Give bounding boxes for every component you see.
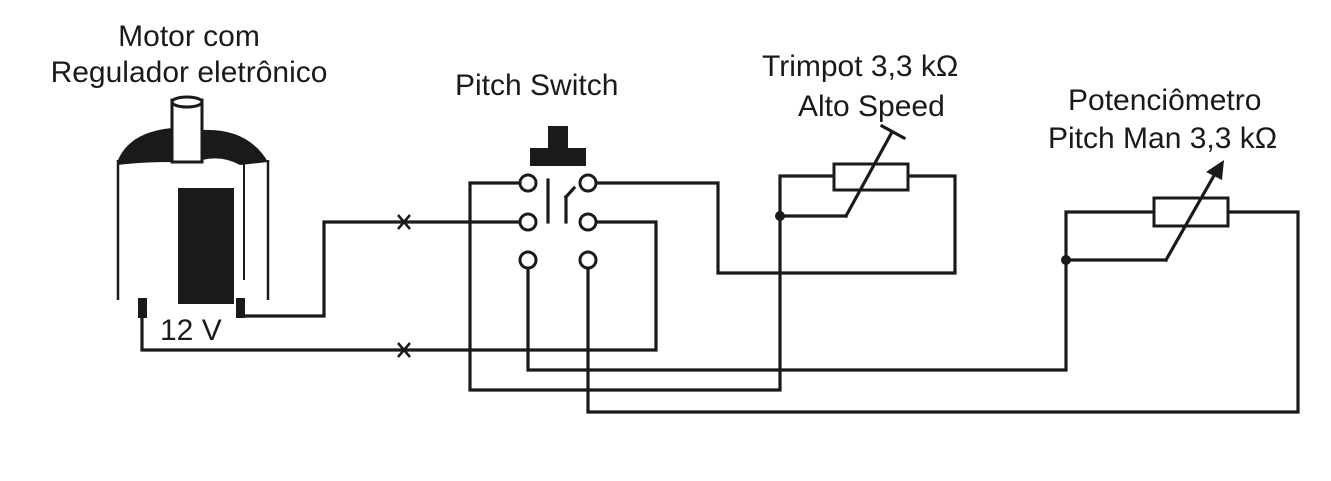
motor-label-line2: Regulador eletrônico: [51, 56, 328, 89]
pitch-potentiometer: [1152, 160, 1230, 263]
voltage-label: 12 V: [160, 314, 222, 347]
motor-symbol: [116, 95, 270, 318]
junction-dot: [1061, 255, 1071, 265]
junction-dot: [775, 211, 785, 221]
pot-label-line2: Pitch Man 3,3 kΩ: [1048, 122, 1277, 155]
pot-label-line1: Potenciômetro: [1068, 84, 1261, 117]
motor-label-line1: Motor com: [118, 20, 260, 53]
trimpot-label-line1: Trimpot 3,3 kΩ: [762, 50, 958, 83]
pitch-switch-label: Pitch Switch: [455, 69, 618, 102]
trimpot-resistor: [832, 123, 910, 219]
wires: [140, 174, 1300, 414]
switch-terminals: [518, 173, 598, 270]
wire-crossings: [397, 214, 411, 358]
pitch-switch: [530, 126, 586, 224]
trimpot-label-line2: Alto Speed: [798, 90, 945, 123]
